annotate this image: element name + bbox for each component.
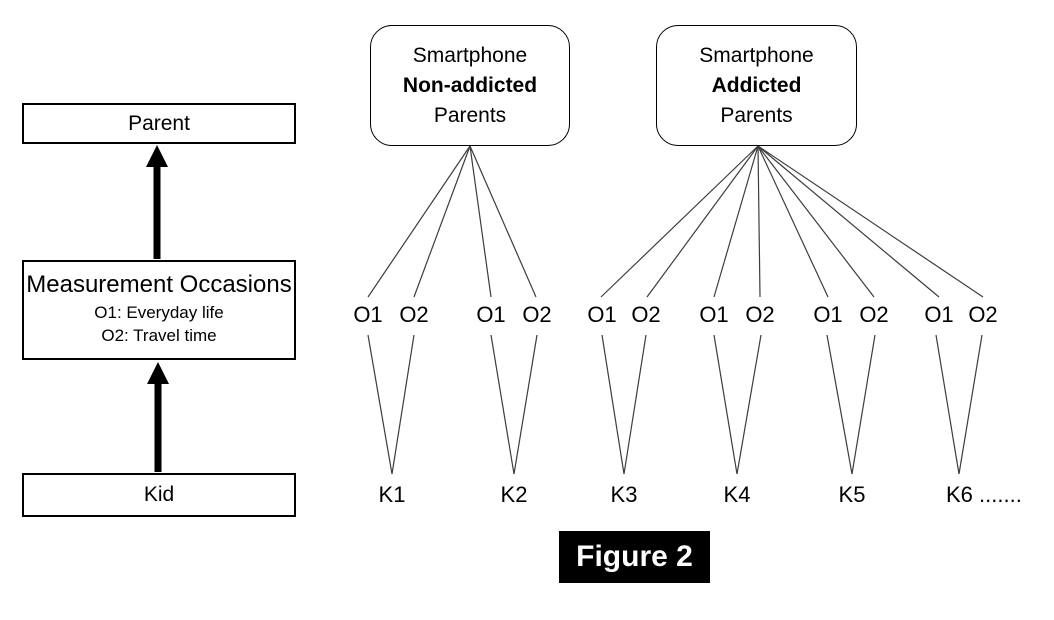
kid-label: K1 xyxy=(378,482,406,507)
occasion-label: O1 xyxy=(353,302,383,327)
non-addicted-parents-box: Smartphone Non-addicted Parents xyxy=(370,25,570,146)
occasion-label: O2 xyxy=(399,302,429,327)
group-line: Parents xyxy=(433,103,507,127)
kid-box: Kid xyxy=(22,473,296,517)
kid-label: K2 xyxy=(500,482,528,507)
kid-label: K3 xyxy=(610,482,638,507)
kid-label: K6 ....... xyxy=(946,482,1022,507)
parent-box: Parent xyxy=(22,103,296,144)
fan-addicted xyxy=(600,145,984,298)
kid-label: K4 xyxy=(723,482,751,507)
occasion-label: O2 xyxy=(859,302,889,327)
measurement-occasions-title: Measurement Occasions xyxy=(26,271,292,298)
figure-caption: Figure 2 xyxy=(559,531,710,583)
group-line-bold: Addicted xyxy=(711,73,802,97)
occasion-label: O2 xyxy=(968,302,998,327)
occasion-label: O1 xyxy=(813,302,843,327)
occasion-label: O2 xyxy=(631,302,661,327)
occasion-label: O1 xyxy=(476,302,506,327)
kid-box-label: Kid xyxy=(143,483,175,506)
occasion-label: O1 xyxy=(924,302,954,327)
occasion-1-definition: O1: Everyday life xyxy=(94,303,224,322)
group-line-bold: Non-addicted xyxy=(402,73,538,97)
up-arrow-meas-to-parent xyxy=(146,145,168,259)
occasion-2-definition: O2: Travel time xyxy=(101,326,217,345)
occasion-kid-wires xyxy=(367,334,983,475)
up-arrow-kid-to-meas xyxy=(147,362,169,472)
kid-label: K5 xyxy=(838,482,866,507)
parent-box-label: Parent xyxy=(128,111,190,135)
fan-non-addicted xyxy=(367,145,537,298)
figure-caption-label: Figure 2 xyxy=(576,540,693,573)
group-line: Smartphone xyxy=(412,43,528,67)
measurement-occasions-box: Measurement Occasions O1: Everyday life … xyxy=(22,260,296,360)
group-line: Parents xyxy=(720,103,793,127)
occasion-label: O1 xyxy=(587,302,617,327)
group-line: Smartphone xyxy=(699,43,814,67)
occasion-label: O2 xyxy=(745,302,775,327)
occasion-label: O1 xyxy=(699,302,729,327)
addicted-parents-box: Smartphone Addicted Parents xyxy=(656,25,857,146)
occasion-label: O2 xyxy=(522,302,552,327)
